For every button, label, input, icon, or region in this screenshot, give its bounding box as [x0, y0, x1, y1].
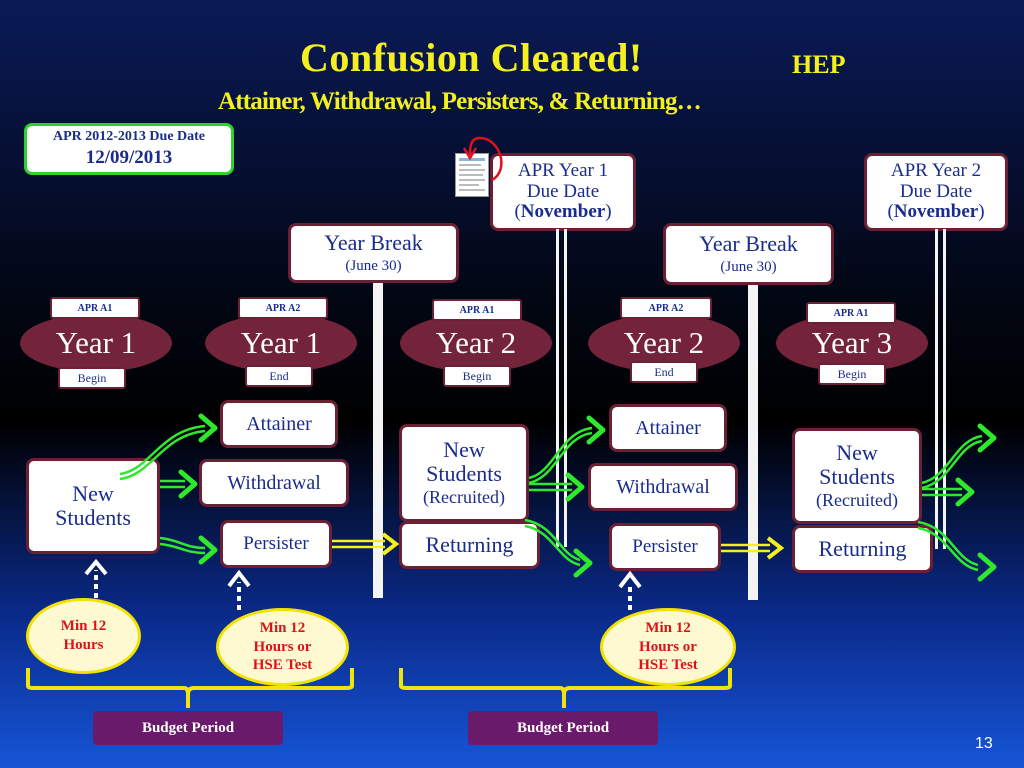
year-ellipse: Year 1 — [20, 314, 172, 372]
red-curved-arrow-icon — [462, 136, 503, 182]
apr-due-month: (November) — [514, 201, 612, 223]
year-break-divider — [748, 282, 758, 600]
new-students-label: New Students — [55, 480, 131, 530]
due-date-value: 12/09/2013 — [85, 147, 173, 168]
flow-arrow-withdrawal — [529, 475, 582, 499]
persister-box: Persister — [220, 520, 332, 568]
year-ellipse: Year 2 — [588, 314, 740, 372]
apr-tag: APR A1 — [50, 297, 140, 319]
phase-tag: Begin — [818, 363, 886, 385]
budget-period-label: Budget Period — [468, 711, 658, 745]
new-students-box: New Students — [26, 458, 160, 554]
persister-box: Persister — [609, 523, 721, 571]
apr-due-line1: APR Year 2 — [890, 159, 982, 181]
due-date-divider — [556, 229, 567, 547]
flow-arrow-persister — [159, 538, 215, 562]
attainer-box: Attainer — [609, 404, 727, 452]
title-tag: HEP — [792, 50, 846, 79]
due-date-caption: APR 2012-2013 Due Date — [52, 129, 206, 144]
flow-arrow-withdrawal — [922, 480, 972, 504]
phase-tag: Begin — [58, 367, 126, 389]
flow-arrow-returning — [721, 536, 785, 560]
year-ellipse: Year 3 — [776, 314, 928, 372]
recruited-note: (Recruited) — [816, 490, 898, 511]
apr-year2-due-box: APR Year 2 Due Date (November) — [864, 153, 1008, 231]
flow-arrow-persister — [917, 520, 994, 579]
year-break-box: Year Break (June 30) — [288, 223, 459, 283]
apr-tag: APR A2 — [238, 297, 328, 319]
dotted-up-arrow-icon — [84, 558, 108, 598]
apr-due-date-box: APR 2012-2013 Due Date 12/09/2013 — [24, 123, 234, 175]
withdrawal-box: Withdrawal — [199, 459, 349, 507]
new-students-recruited-box: New Students (Recruited) — [399, 424, 529, 522]
attainer-box: Attainer — [220, 400, 338, 448]
year-ellipse: Year 1 — [205, 314, 357, 372]
requirement-oval: Min 12 Hours or HSE Test — [216, 608, 349, 686]
document-icon — [455, 153, 489, 197]
new-students-label: New Students — [819, 439, 895, 490]
year-break-divider — [373, 282, 383, 598]
phase-tag: End — [245, 365, 313, 387]
new-students-recruited-box: New Students (Recruited) — [792, 428, 922, 524]
apr-due-month: (November) — [887, 201, 985, 223]
flow-arrow-withdrawal — [160, 472, 195, 496]
apr-tag: APR A1 — [806, 302, 896, 324]
year-break-date: (June 30) — [345, 258, 402, 275]
requirement-oval: Min 12 Hours or HSE Test — [600, 608, 736, 686]
flow-arrow-persister — [524, 518, 590, 575]
due-date-divider — [935, 229, 946, 549]
dotted-up-arrow-icon — [618, 570, 642, 610]
withdrawal-box: Withdrawal — [588, 463, 738, 511]
apr-due-line2: Due Date — [899, 180, 973, 202]
page-number: 13 — [975, 735, 993, 752]
year-break-label: Year Break — [699, 231, 798, 257]
flow-arrow-attainer — [528, 418, 603, 485]
requirement-oval: Min 12 Hours — [26, 598, 141, 674]
dotted-up-arrow-icon — [227, 569, 251, 610]
year-break-date: (June 30) — [720, 259, 777, 276]
flow-arrow-attainer — [921, 426, 994, 490]
returning-box: Returning — [792, 525, 933, 573]
budget-period-brace — [26, 668, 354, 708]
returning-box: Returning — [399, 521, 540, 569]
budget-period-label: Budget Period — [93, 711, 283, 745]
year-break-label: Year Break — [324, 230, 423, 256]
budget-period-brace — [399, 668, 732, 708]
page-title: Confusion Cleared! — [300, 35, 643, 80]
apr-tag: APR A1 — [432, 299, 522, 321]
apr-due-line2: Due Date — [526, 180, 600, 202]
document-lines-icon — [459, 158, 485, 191]
year-break-box: Year Break (June 30) — [663, 223, 834, 285]
new-students-label: New Students — [426, 436, 502, 487]
flow-arrow-attainer — [119, 416, 215, 481]
phase-tag: Begin — [443, 365, 511, 387]
apr-due-line1: APR Year 1 — [517, 159, 609, 181]
page-subtitle: Attainer, Withdrawal, Persisters, & Retu… — [218, 88, 702, 115]
year-ellipse: Year 2 — [400, 314, 552, 372]
phase-tag: End — [630, 361, 698, 383]
flow-arrow-returning — [332, 532, 400, 556]
apr-tag: APR A2 — [620, 297, 712, 319]
recruited-note: (Recruited) — [423, 487, 505, 508]
apr-year1-due-box: APR Year 1 Due Date (November) — [490, 153, 636, 231]
